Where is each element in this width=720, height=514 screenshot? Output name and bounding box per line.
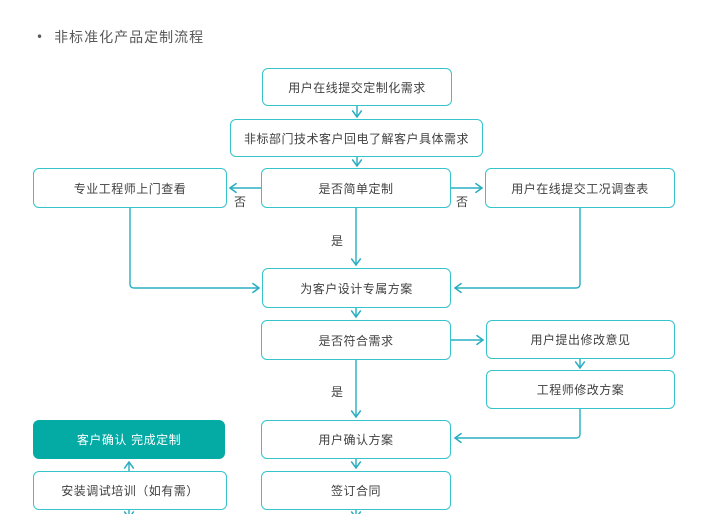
page-title-text: 非标准化产品定制流程 bbox=[54, 30, 205, 46]
edge-modify-to-confirm bbox=[453, 409, 581, 444]
node-engineer-modify: 工程师修改方案 bbox=[486, 370, 675, 409]
node-engineer-visit: 专业工程师上门查看 bbox=[33, 168, 227, 208]
node-meets-needs: 是否符合需求 bbox=[261, 320, 451, 360]
node-submit-survey: 用户在线提交工况调查表 bbox=[485, 168, 675, 208]
node-design-plan: 为客户设计专属方案 bbox=[262, 268, 451, 308]
node-confirm-plan: 用户确认方案 bbox=[261, 420, 451, 459]
edge-label-no-right: 否 bbox=[456, 195, 469, 209]
node-is-simple-custom: 是否简单定制 bbox=[261, 168, 451, 208]
edge-label-yes-to-confirm: 是 bbox=[331, 385, 344, 399]
node-install-training: 安装调试培训（如有需） bbox=[33, 471, 227, 510]
bullet-icon: • bbox=[36, 30, 45, 44]
edge-label-yes-to-design: 是 bbox=[331, 234, 344, 248]
edge-label-no-left: 否 bbox=[234, 195, 247, 209]
page-title: • 非标准化产品定制流程 bbox=[36, 27, 204, 47]
edge-survey-to-design bbox=[453, 208, 581, 294]
node-custom-complete: 客户确认 完成定制 bbox=[33, 420, 225, 459]
node-user-feedback: 用户提出修改意见 bbox=[486, 320, 675, 359]
node-submit-request: 用户在线提交定制化需求 bbox=[262, 68, 452, 106]
node-callback: 非标部门技术客户回电了解客户具体需求 bbox=[230, 119, 483, 157]
node-sign-contract: 签订合同 bbox=[261, 471, 451, 510]
edge-visit-to-design bbox=[129, 208, 261, 294]
